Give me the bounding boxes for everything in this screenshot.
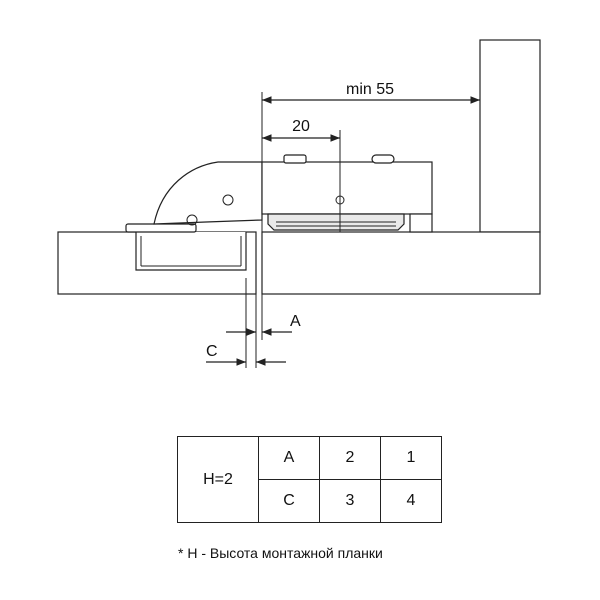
hinge-pivot-lower	[186, 214, 198, 226]
table-cell: 3	[319, 479, 381, 523]
dimension-20-label: 20	[292, 118, 310, 135]
hinge-technical-drawing: min 55 20 A C	[57, 39, 541, 368]
dimension-a-label: A	[290, 313, 301, 330]
dimension-min-55-label: min 55	[346, 81, 394, 98]
table-h-label: H=2	[177, 436, 259, 523]
footnote: * H - Высота монтажной планки	[178, 545, 383, 561]
hinge-rear-screw	[371, 154, 395, 164]
hinge-pivot-upper	[222, 194, 234, 206]
cabinet-frame-panel	[261, 231, 541, 295]
table-row: H=2 A 2 1	[177, 436, 442, 523]
dimension-c-label: C	[206, 343, 218, 360]
cabinet-side-panel	[479, 39, 541, 233]
hinge-cup-flange	[125, 223, 197, 233]
table-cell: 2	[319, 436, 381, 480]
hinge-body	[261, 161, 433, 215]
hinge-cup	[135, 232, 247, 271]
table-cell: 1	[380, 436, 442, 480]
overlay-table: H=2 A 2 1 C 3 4	[177, 436, 442, 523]
mounting-plate-base	[409, 213, 433, 233]
hinge-arm	[153, 161, 263, 225]
table-cell: 4	[380, 479, 442, 523]
hinge-adjust-screw	[283, 154, 307, 164]
table-cell: C	[258, 479, 320, 523]
table-cell: A	[258, 436, 320, 480]
table-row: C 3 4	[178, 479, 442, 523]
